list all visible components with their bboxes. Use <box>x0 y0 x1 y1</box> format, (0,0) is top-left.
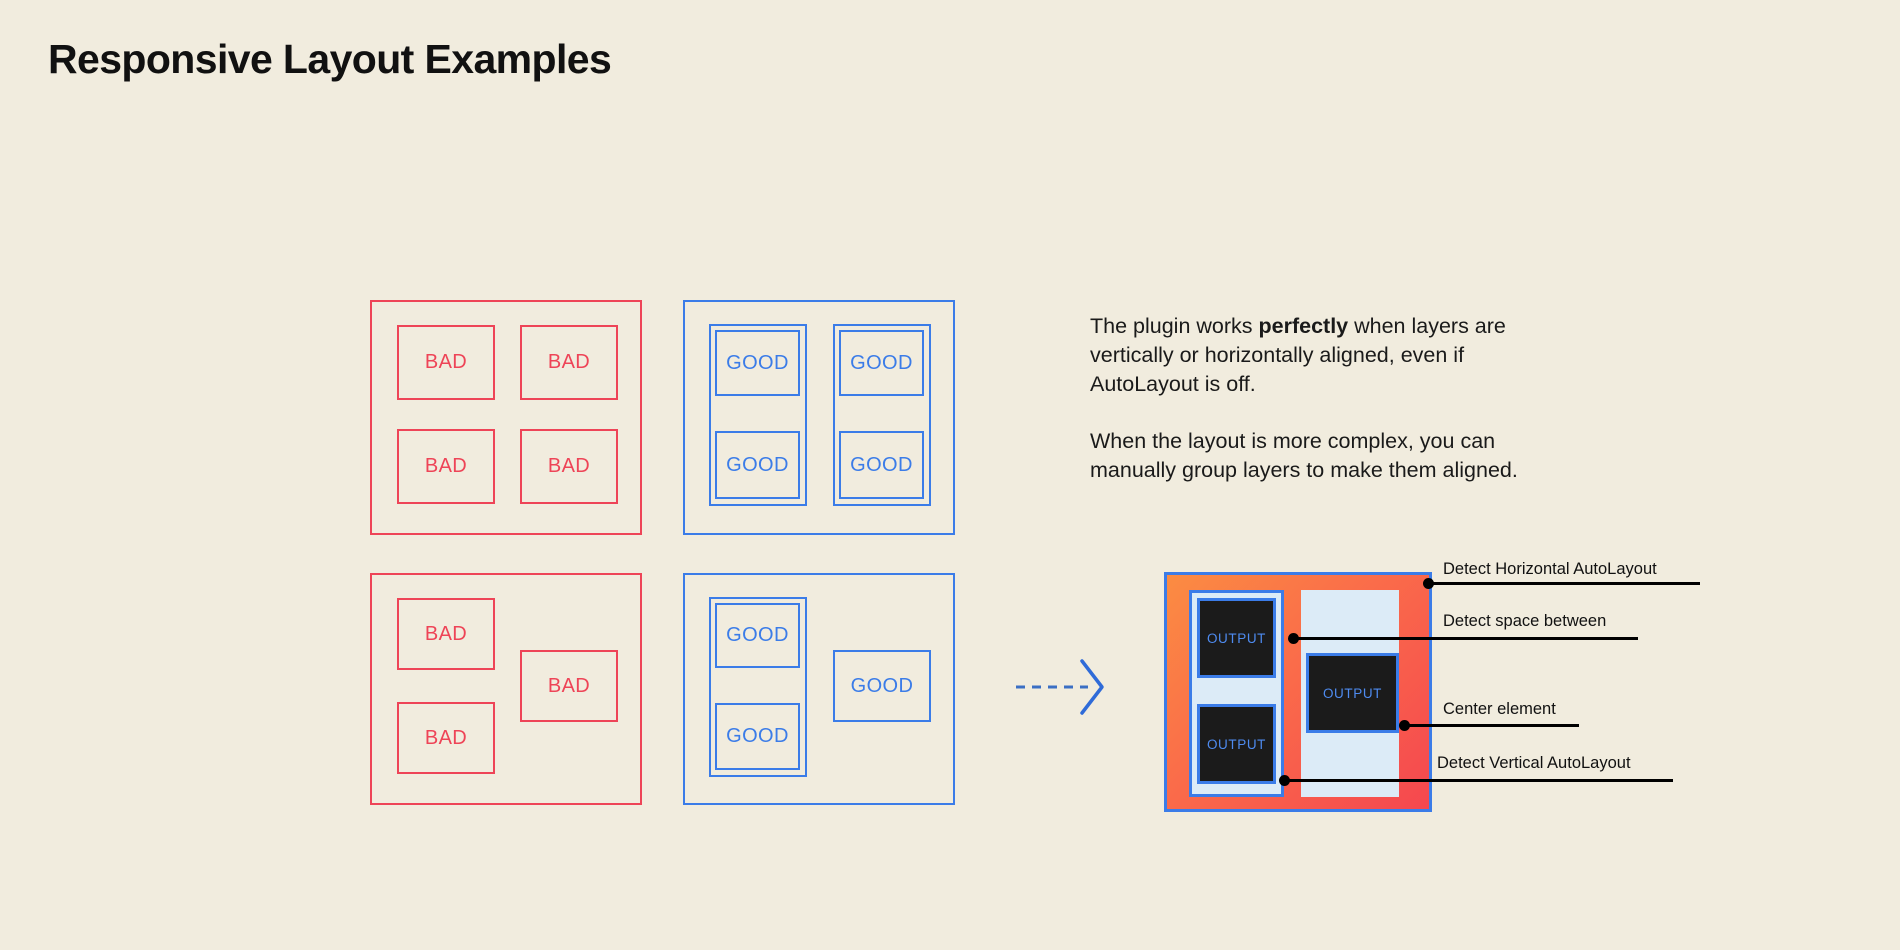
annotation-leader-horizontal-autolayout <box>1429 582 1700 585</box>
annotation-label-center-element: Center element <box>1443 700 1556 718</box>
cell-bad: BAD <box>397 429 495 504</box>
annotation-dot-vertical-autolayout <box>1279 775 1290 786</box>
arrow-head <box>1080 659 1104 715</box>
page-title: Responsive Layout Examples <box>48 36 612 82</box>
layer-group-column: GOOD GOOD <box>709 324 807 506</box>
annotation-label-space-between: Detect space between <box>1443 612 1607 630</box>
paragraph-one-emphasis: perfectly <box>1258 314 1349 338</box>
annotation-dot-horizontal-autolayout <box>1423 578 1434 589</box>
paragraph-one-tail: when layers are vertically or horizontal… <box>1090 314 1506 396</box>
example-panel-good-complex: GOOD GOOD GOOD <box>683 573 955 805</box>
detected-vertical-group: OUTPUT OUTPUT <box>1189 590 1284 797</box>
layer-group-column: GOOD GOOD <box>709 597 807 777</box>
output-box: OUTPUT <box>1197 598 1276 678</box>
cell-bad: BAD <box>397 702 495 774</box>
annotation-label-vertical-autolayout: Detect Vertical AutoLayout <box>1437 754 1631 772</box>
annotation-leader-vertical-autolayout <box>1285 779 1673 782</box>
cell-bad: BAD <box>520 325 618 400</box>
paragraph-one-lead: The plugin works <box>1090 314 1259 338</box>
annotation-leader-space-between <box>1294 637 1638 640</box>
detected-center-panel: OUTPUT <box>1301 590 1399 797</box>
example-panel-good-grid: GOOD GOOD GOOD GOOD <box>683 300 955 535</box>
cell-good: GOOD <box>839 330 924 396</box>
cell-bad: BAD <box>397 598 495 670</box>
example-panel-bad-grid: BAD BAD BAD BAD <box>370 300 642 535</box>
paragraph-one: The plugin works perfectly when layers a… <box>1090 312 1550 399</box>
dashed-arrow-right-icon <box>1010 655 1110 724</box>
annotation-dot-center-element <box>1399 720 1410 731</box>
dashed-arrow-svg <box>1016 659 1104 715</box>
output-box: OUTPUT <box>1197 704 1276 784</box>
annotation-leader-center-element <box>1405 724 1579 727</box>
cell-good: GOOD <box>715 330 800 396</box>
cell-bad: BAD <box>520 429 618 504</box>
result-diagram-frame: OUTPUT OUTPUT OUTPUT <box>1164 572 1432 812</box>
layer-group-column: GOOD GOOD <box>833 324 931 506</box>
annotation-dot-space-between <box>1288 633 1299 644</box>
cell-good: GOOD <box>715 703 800 770</box>
cell-good: GOOD <box>715 431 800 499</box>
cell-good: GOOD <box>839 431 924 499</box>
annotation-label-horizontal-autolayout: Detect Horizontal AutoLayout <box>1443 560 1657 578</box>
cell-bad: BAD <box>397 325 495 400</box>
cell-good: GOOD <box>715 603 800 668</box>
paragraph-two: When the layout is more complex, you can… <box>1090 429 1518 482</box>
cell-good: GOOD <box>833 650 931 722</box>
description-text: The plugin works perfectly when layers a… <box>1090 312 1550 485</box>
cell-bad: BAD <box>520 650 618 722</box>
example-panel-bad-complex: BAD BAD BAD <box>370 573 642 805</box>
output-box: OUTPUT <box>1306 653 1399 733</box>
